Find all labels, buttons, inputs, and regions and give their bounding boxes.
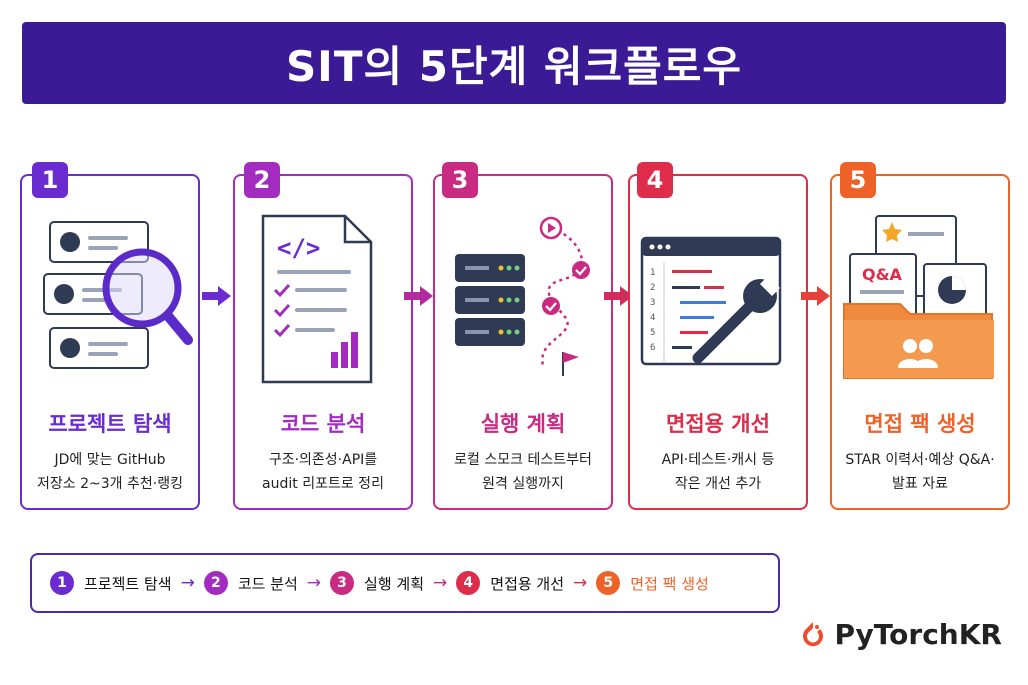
title-banner: SIT의 5단계 워크플로우 (22, 22, 1006, 104)
step-description: API·테스트·캐시 등 작은 개선 추가 (634, 448, 802, 496)
step-description-line: 저장소 2~3개 추천·랭킹 (37, 476, 183, 492)
flow-step-label: 코드 분석 (237, 574, 298, 593)
step-description-line: 원격 실행까지 (482, 476, 564, 492)
step-description: JD에 맞는 GitHub 저장소 2~3개 추천·랭킹 (26, 448, 194, 496)
step-description: STAR 이력서·예상 Q&A· 발표 자료 (836, 448, 1004, 496)
step-description: 로컬 스모크 테스트부터 원격 실행까지 (439, 448, 607, 496)
flow-step-label: 실행 계획 (364, 574, 425, 593)
flow-arrow: → (180, 573, 195, 593)
step-card-1: 프로젝트 탐색 JD에 맞는 GitHub 저장소 2~3개 추천·랭킹 (20, 174, 200, 510)
flow-step-2: 2 코드 분석 (203, 571, 298, 595)
flow-step-5: 5 면접 팩 생성 (596, 571, 709, 595)
qa-label: Q&A (862, 265, 903, 284)
flow-arrow: → (433, 573, 448, 593)
code-tag-label: </> (277, 234, 320, 262)
brand-name: PyTorchKR (834, 618, 1002, 651)
step-card-2: </> 코드 분석 구조·의존성·API를 audit 리포트로 정리 (233, 174, 413, 510)
arrow-right-icon (801, 286, 830, 306)
step-description-line: 작은 개선 추가 (674, 476, 762, 492)
flow-number: 4 (456, 571, 481, 595)
line-number: 6 (650, 343, 655, 353)
folder-pack-icon: Q&A (843, 215, 994, 379)
server-path-icon (455, 216, 590, 376)
flow-step-1: 1 프로젝트 탐색 (50, 571, 172, 595)
arrow-right-icon (202, 286, 231, 306)
step-description-line: 로컬 스모크 테스트부터 (454, 452, 592, 468)
line-number: 2 (650, 283, 655, 293)
step-card-3: 실행 계획 로컬 스모크 테스트부터 원격 실행까지 (433, 174, 613, 510)
step-description-line: API·테스트·캐시 등 (661, 452, 775, 468)
step-title: 실행 계획 (480, 412, 566, 436)
line-number: 4 (650, 313, 655, 323)
flow-step-label: 면접용 개선 (490, 574, 565, 593)
step-description-line: STAR 이력서·예상 Q&A· (845, 452, 995, 468)
arrow-right-icon (604, 286, 633, 306)
step-description-line: 발표 자료 (892, 476, 948, 492)
code-document-icon: </> (261, 214, 373, 384)
flow-number: 2 (203, 571, 228, 595)
flow-step-4: 4 면접용 개선 (456, 571, 564, 595)
step-badge-1: 1 (32, 162, 68, 198)
pytorch-flame-icon (803, 621, 824, 646)
flow-number: 1 (50, 571, 74, 595)
step-card-4: 1 2 3 4 5 6 면접용 개선 API·테스트·캐시 등 작은 개선 추가 (628, 174, 808, 510)
brand-logo: PyTorchKR (800, 618, 1002, 651)
step-badge-3: 3 (442, 162, 478, 198)
step-badge-5: 5 (840, 162, 876, 198)
magnifier-repo-icon (43, 221, 193, 369)
line-number: 1 (650, 268, 655, 278)
flow-step-label: 프로젝트 탐색 (84, 574, 172, 593)
step-description-line: audit 리포트로 정리 (262, 476, 384, 492)
step-description-line: JD에 맞는 GitHub (54, 452, 166, 468)
step-card-5: Q&A 면접 팩 생성 STAR 이력서·예상 Q&A· 발표 자료 (830, 174, 1010, 510)
line-number: 5 (650, 328, 655, 338)
step-title: 코드 분석 (280, 412, 366, 436)
step-title: 면접용 개선 (666, 412, 770, 436)
flow-step-label: 면접 팩 생성 (630, 574, 709, 593)
flow-arrow: → (573, 573, 588, 593)
step-description: 구조·의존성·API를 audit 리포트로 정리 (239, 448, 407, 496)
flow-step-3: 3 실행 계획 (330, 571, 424, 595)
line-number: 3 (650, 298, 655, 308)
flow-number: 3 (330, 571, 355, 595)
arrow-right-icon (404, 286, 433, 306)
flow-number: 5 (596, 571, 621, 595)
step-badge-4: 4 (637, 162, 673, 198)
step-badge-2: 2 (244, 162, 280, 198)
step-title: 면접 팩 생성 (864, 412, 976, 436)
step-title: 프로젝트 탐색 (48, 412, 172, 436)
workflow-summary-bar: 1 프로젝트 탐색 → 2 코드 분석 → 3 실행 계획 → 4 면접용 개선… (30, 553, 780, 613)
code-wrench-icon: 1 2 3 4 5 6 (640, 236, 782, 366)
step-description-line: 구조·의존성·API를 (268, 452, 378, 468)
flow-arrow: → (306, 573, 322, 593)
page-title: SIT의 5단계 워크플로우 (285, 41, 743, 91)
